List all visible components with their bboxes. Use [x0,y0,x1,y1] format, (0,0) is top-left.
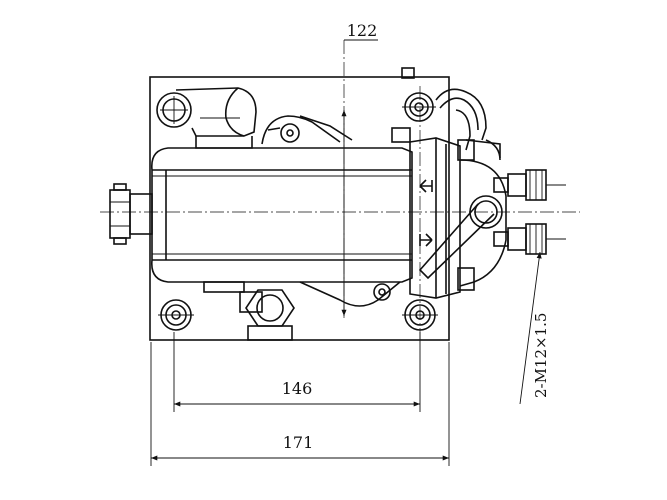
arrow-left-icon [419,179,433,193]
base-plate [149,76,450,341]
valve-flange [409,137,475,299]
valve-housing [459,159,507,287]
corner-bolt-top-left [156,92,192,128]
valve-handle [418,203,495,280]
fitting-lower [493,223,566,255]
corner-bolt-bottom-left [158,299,194,331]
dimension-146-label: 146 [282,379,313,398]
upper-elbow-pipe [175,87,257,149]
thread-callout: 2-M12×1.5 [519,251,550,405]
hose-bundle [401,67,501,161]
dimension-171: 171 [150,342,450,466]
dimension-146: 146 [173,332,421,412]
left-end-nut [109,183,153,245]
top-bracket [261,115,411,145]
dimension-122: 122 [341,21,378,316]
main-cylinder-body [151,147,413,283]
corner-bolt-top-right [402,92,436,122]
lower-bracket [203,281,401,313]
dimension-171-label: 171 [283,433,314,452]
fitting-upper [493,169,566,201]
thread-callout-label: 2-M12×1.5 [532,313,550,398]
lower-hex-nut [245,289,295,341]
arrow-right-icon [419,233,433,247]
dimension-122-label: 122 [347,21,378,40]
